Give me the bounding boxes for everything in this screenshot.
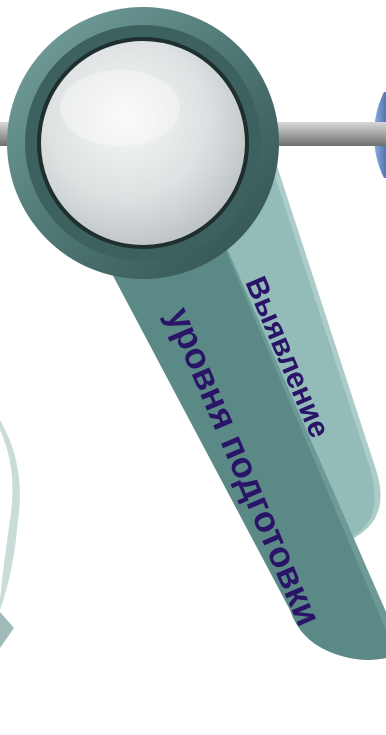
left-decoration-arc (0, 420, 20, 610)
lens-glare (60, 70, 180, 146)
left-decoration-tip (0, 612, 14, 648)
